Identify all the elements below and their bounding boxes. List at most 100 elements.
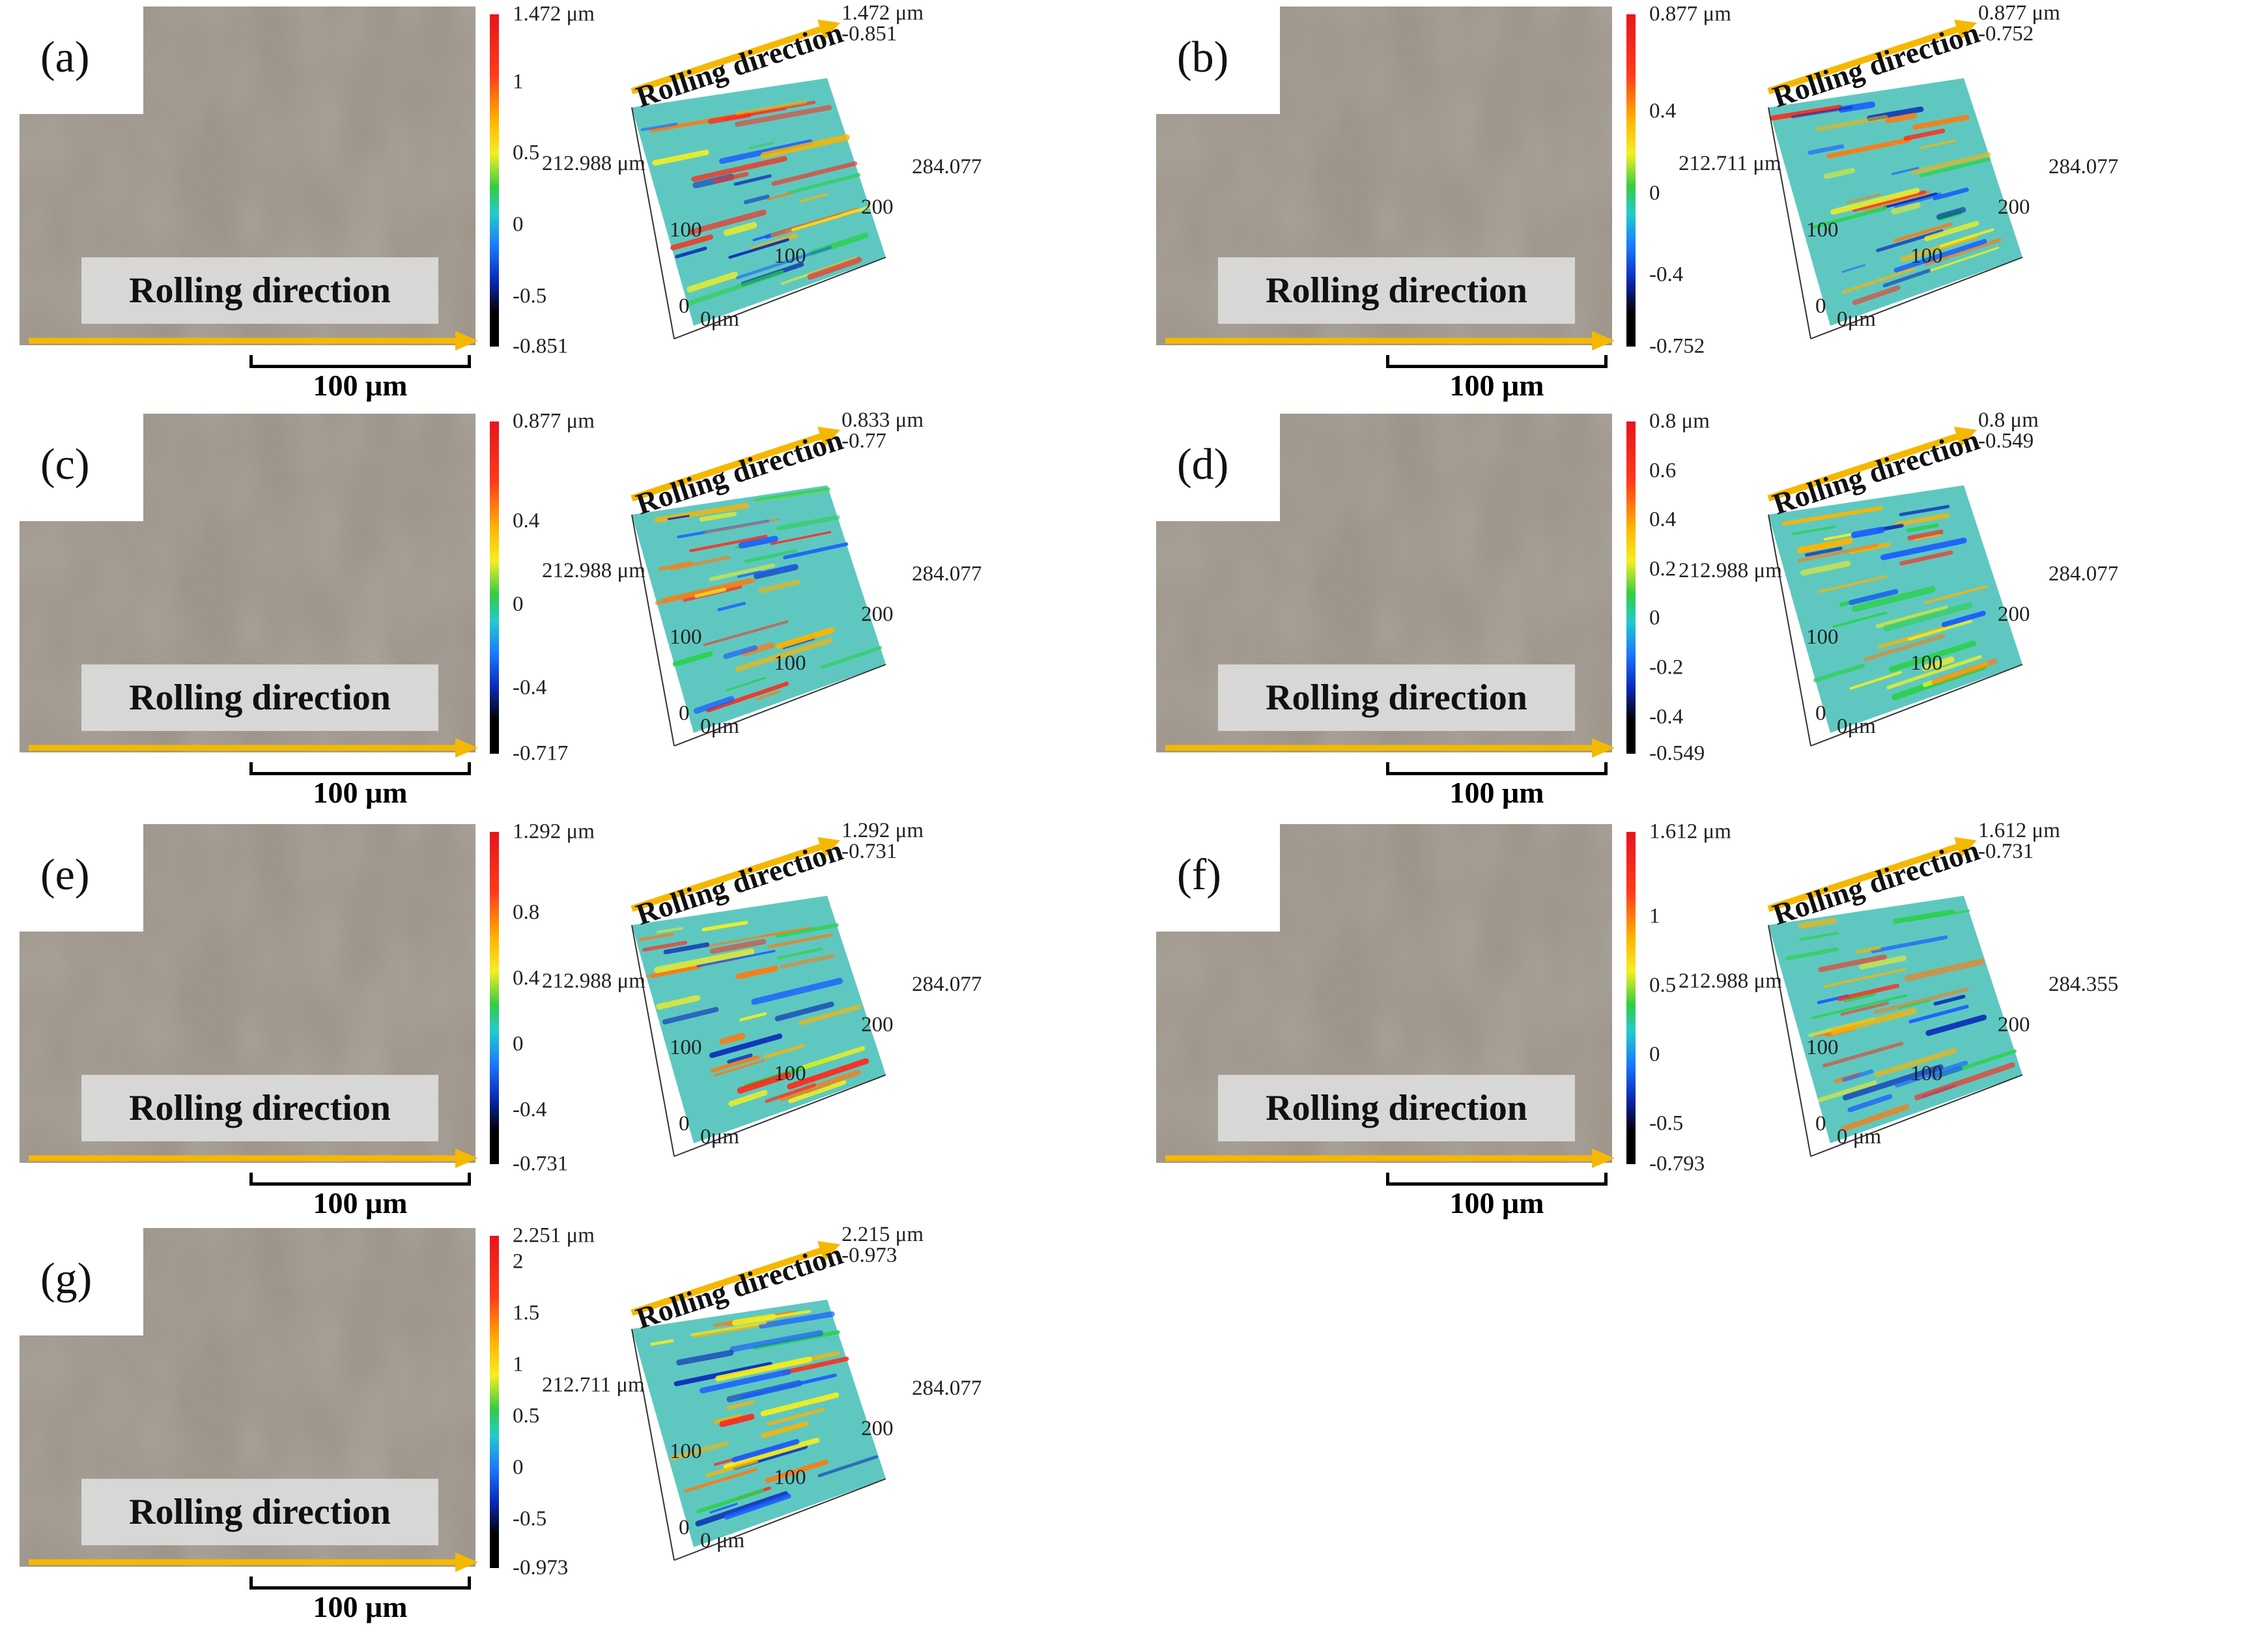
optical-micrograph: (g) Rolling direction xyxy=(20,1228,478,1572)
surface-streak xyxy=(779,1070,862,1102)
colorbar-tick-label: 0 xyxy=(1649,1042,1660,1066)
colorbar-tick-label: -0.4 xyxy=(1649,263,1684,287)
surface-streak xyxy=(741,1373,837,1399)
colorbar-tick-label: 0.6 xyxy=(1649,459,1677,483)
y-tick-label: 100 xyxy=(670,1036,702,1059)
y-axis-line xyxy=(631,924,675,1157)
surface-streak xyxy=(765,1083,816,1104)
surface-streak xyxy=(1910,152,1991,175)
surface-streak xyxy=(776,515,840,531)
surface-streak xyxy=(662,1006,719,1025)
surface-streak xyxy=(1781,506,1884,526)
surface-streak xyxy=(744,549,798,564)
x-tick-label-1: 100 xyxy=(1910,244,1943,268)
surface-streak xyxy=(1880,537,1967,561)
surface-streak xyxy=(1893,909,1955,924)
surface-streak xyxy=(760,1392,840,1417)
surface-streak xyxy=(711,1055,760,1073)
surface-streak xyxy=(799,1005,862,1025)
surface-streak xyxy=(756,690,782,701)
surface-streak xyxy=(1791,106,1853,119)
panel-letter: (g) xyxy=(40,1253,92,1303)
surface-streak xyxy=(1871,935,1948,954)
rolling-direction-label: Rolling direction xyxy=(1218,257,1575,324)
map-rolling-arrow-shaft xyxy=(631,1248,822,1316)
panel-letter-box: (f) xyxy=(1156,824,1280,932)
map-rolling-arrow-shaft xyxy=(1767,26,1959,94)
surface-streak xyxy=(1886,655,1982,690)
map-max-label: 0.877 μm xyxy=(1978,1,2060,25)
surface-3d-map: Rolling direction 1.292 μm -0.731 212.98… xyxy=(542,818,1120,1208)
surface-streak xyxy=(743,194,770,205)
surface-streak xyxy=(713,1059,765,1077)
surface-streak xyxy=(1882,268,1931,288)
surface-3d-map: Rolling direction 1.612 μm -0.731 212.98… xyxy=(1679,818,2257,1208)
surface-3d-map: Rolling direction 0.833 μm -0.77 212.988… xyxy=(542,407,1120,798)
surface-streak xyxy=(767,933,833,949)
surface-streak xyxy=(807,257,862,280)
surface-streak xyxy=(638,932,675,941)
x-tick-label-2: 200 xyxy=(861,1417,894,1440)
surface-height-field xyxy=(632,78,886,326)
surface-streak xyxy=(760,134,850,159)
rolling-direction-label: Rolling direction xyxy=(81,1075,438,1141)
surface-streak xyxy=(1799,932,1839,941)
surface-streaks xyxy=(640,100,872,306)
x-tick-label-1: 100 xyxy=(774,1466,806,1489)
surface-streak xyxy=(723,645,758,659)
surface-streak xyxy=(817,1455,879,1477)
scale-bar xyxy=(249,762,471,775)
surface-streak xyxy=(758,579,801,593)
surface-streak xyxy=(730,1330,823,1352)
surface-3d-map: Rolling direction 1.472 μm -0.851 212.98… xyxy=(542,0,1120,391)
rolling-direction-arrow-icon xyxy=(1165,331,1615,350)
surface-streak xyxy=(652,149,709,166)
surface-streak xyxy=(724,1493,791,1520)
origin-y-label: 0 xyxy=(1815,1112,1826,1135)
colorbar-tick-label: 1.5 xyxy=(513,1301,540,1325)
surface-streak xyxy=(1826,137,1912,159)
colorbar-tick-label: -0.5 xyxy=(1649,1111,1684,1135)
colorbar-tick-label: -0.4 xyxy=(1649,705,1684,729)
scale-bar xyxy=(1386,762,1608,775)
origin-x-label: 0μm xyxy=(700,1125,739,1149)
x-extent-label: 284.077 xyxy=(912,562,982,586)
scale-bar xyxy=(1386,355,1608,368)
colorbar-tick-label: 0.4 xyxy=(1649,507,1677,532)
surface-streak xyxy=(1923,585,1988,604)
surface-streak xyxy=(1939,228,1994,248)
surface-streak xyxy=(767,192,793,201)
surface-streak xyxy=(706,681,789,713)
map-min-label: -0.549 xyxy=(1978,429,2034,453)
surface-streak xyxy=(770,531,832,545)
surface-streak xyxy=(703,620,789,646)
surface-streak xyxy=(663,942,710,954)
colorbar xyxy=(1626,14,1636,347)
scale-bar xyxy=(249,1577,471,1590)
surface-streak xyxy=(658,561,692,571)
surface-streak xyxy=(820,646,883,669)
y-tick-label: 100 xyxy=(670,1440,702,1463)
x-extent-label: 284.077 xyxy=(912,155,982,178)
surface-streak xyxy=(1822,1042,1904,1068)
surface-streak xyxy=(709,563,776,582)
map-rolling-arrow-shaft xyxy=(631,433,822,502)
surface-streak xyxy=(727,1053,753,1064)
surface-streak xyxy=(1859,955,1907,970)
y-extent-label: 212.988 μm xyxy=(542,559,645,582)
x-extent-label: 284.355 xyxy=(2048,973,2119,996)
map-max-label: 0.8 μm xyxy=(1978,408,2039,432)
surface-streak xyxy=(709,939,767,954)
colorbar-tick-label: 0 xyxy=(513,592,524,616)
surface-streak xyxy=(1888,640,1976,672)
scale-bar-label: 100 μm xyxy=(1449,1186,1544,1220)
surface-streak xyxy=(650,1339,674,1346)
surface-streak xyxy=(694,588,727,598)
colorbar-tick-label: 0.877 μm xyxy=(1649,2,1731,26)
surface-streaks xyxy=(1770,101,2002,306)
surface-streaks xyxy=(654,487,883,714)
map-max-label: 2.215 μm xyxy=(842,1223,924,1246)
surface-streak xyxy=(695,1491,789,1527)
